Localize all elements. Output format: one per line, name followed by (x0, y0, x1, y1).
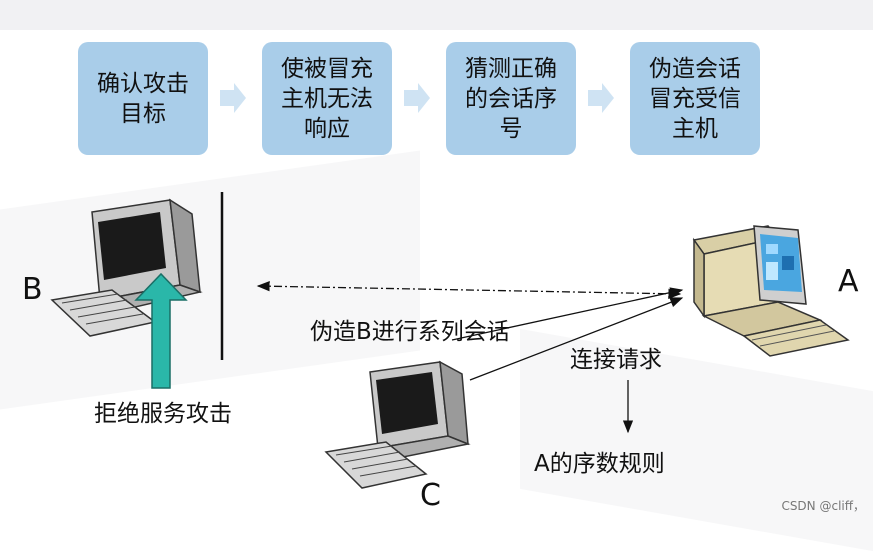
step-guess-seq: 猜测正确的会话序号 (446, 42, 576, 155)
node-b-label: B (22, 272, 43, 307)
computer-a-icon (692, 225, 850, 357)
step-disable-host: 使被冒充主机无法响应 (262, 42, 392, 155)
step-confirm-target: 确认攻击目标 (78, 42, 208, 155)
forge-session-label: 伪造B进行系列会话 (310, 319, 510, 345)
dos-arrow (134, 272, 188, 389)
node-a-label: A (838, 264, 859, 299)
step-forge-session: 伪造会话冒充受信主机 (630, 42, 760, 155)
background-band (0, 0, 873, 30)
computer-c-icon (324, 360, 471, 489)
chevron-right-icon (588, 83, 614, 113)
attack-diagram (50, 192, 850, 489)
connect-request-label: 连接请求 (570, 347, 662, 373)
seq-rule-label: A的序数规则 (534, 451, 665, 477)
dos-attack-label: 拒绝服务攻击 (94, 401, 232, 427)
node-c-label: C (420, 478, 441, 513)
connect-arrow (469, 297, 684, 381)
chevron-right-icon (220, 83, 246, 113)
trust-link (256, 281, 682, 299)
watermark: CSDN @cliff， (781, 499, 865, 513)
chevron-right-icon (404, 83, 430, 113)
computer-b-icon (50, 198, 203, 337)
forge-arrow (451, 287, 684, 341)
